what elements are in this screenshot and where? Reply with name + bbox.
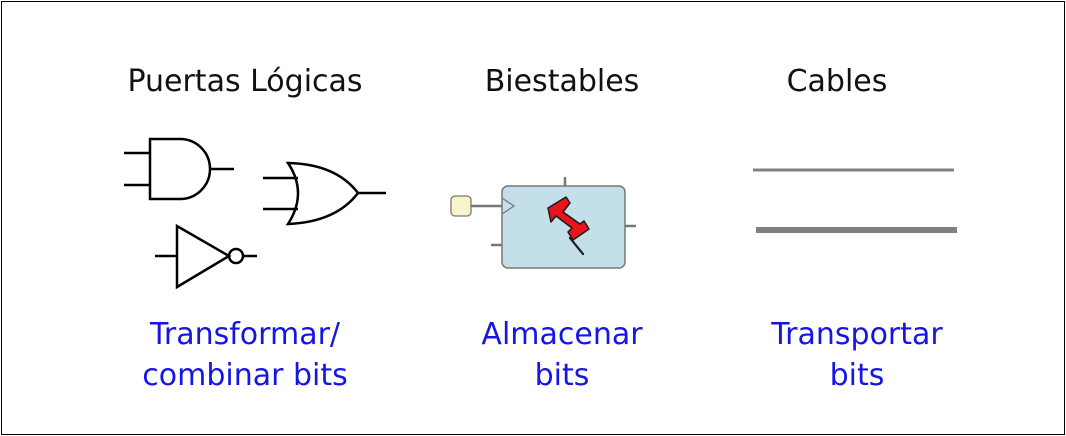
description-line: bits [829, 358, 885, 393]
title-wires: Cables [786, 64, 888, 99]
description-wires: Transportar bits [757, 314, 957, 396]
description-line: Almacenar [481, 317, 643, 352]
flip-flop-icon [450, 177, 636, 269]
description-line: Transformar/ [149, 317, 341, 352]
or-gate-icon [263, 161, 386, 226]
title-flip-flops: Biestables [484, 64, 640, 99]
description-line: bits [534, 358, 590, 393]
description-line: combinar bits [142, 358, 348, 393]
and-gate-icon [124, 137, 234, 201]
description-flip-flops: Almacenar bits [462, 314, 662, 396]
description-logic-gates: Transformar/ combinar bits [110, 314, 380, 396]
pushpin-icon [547, 196, 590, 256]
title-logic-gates: Puertas Lógicas [127, 64, 363, 99]
description-line: Transportar [771, 317, 943, 352]
clock-input-icon [450, 195, 472, 217]
not-gate-icon [155, 223, 257, 290]
